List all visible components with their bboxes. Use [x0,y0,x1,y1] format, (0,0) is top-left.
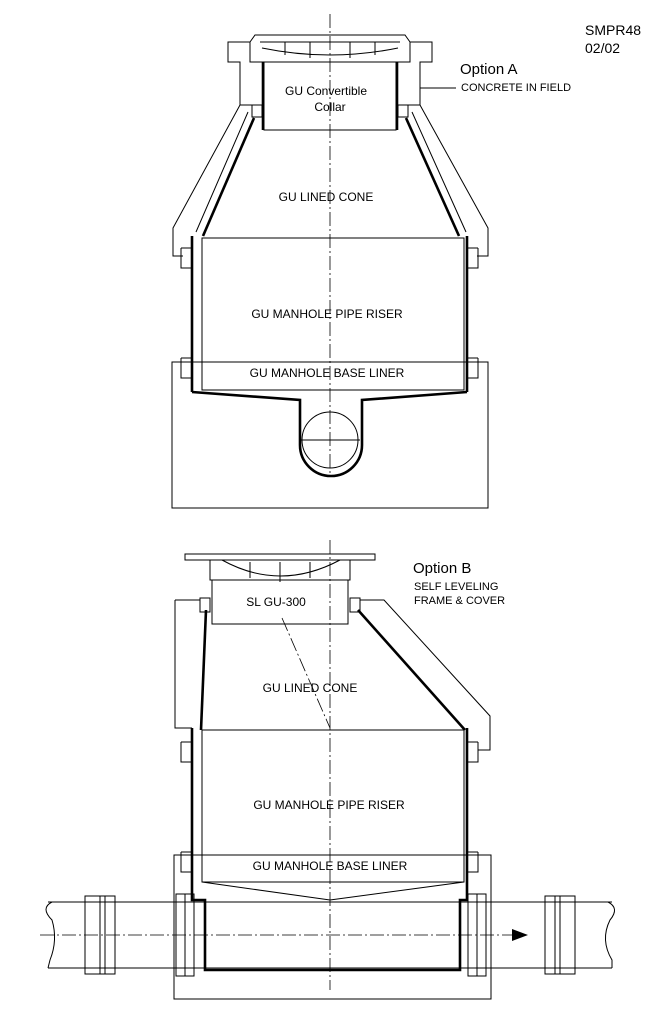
option-b-frame-label: SL GU-300 [246,595,306,609]
option-b-title: Option B [413,560,471,577]
option-b-wall-outer-left [174,599,200,729]
option-b-cone-outer-right [360,599,491,751]
option-b-subtitle-1: SELF LEVELING [414,581,498,593]
option-a-concrete-left [227,41,253,106]
option-a-drawing: GU Convertible Collar GU LINED CONE GU M… [171,14,571,509]
option-b-drawing: SL GU-300 GU LINED CONE GU MANHOLE PIPE … [40,540,615,1000]
option-b-coupling-mid-left [175,893,195,977]
option-b-frame-box [211,579,349,625]
option-b-base-label: GU MANHOLE BASE LINER [253,859,408,873]
option-b-coupling-right [544,895,576,975]
option-b-coupling-mid-right [467,893,487,977]
option-b-pipe-end-left [45,901,56,969]
option-a-fitting-left [251,104,263,118]
option-a-cone-outer-left [172,104,241,257]
option-b-subtitle-2: FRAME & COVER [414,595,505,607]
option-a-cone-inner-lines [195,111,467,233]
option-b-pipe-end-right [605,901,615,968]
option-b-riser-joints-top [180,741,479,763]
option-a-riser-joints-bottom [180,357,479,379]
option-a-cone-outer-right [419,104,489,257]
option-a-cover-ribs [260,41,400,58]
option-a-concrete-right [407,41,433,106]
option-b-leader-frame [281,617,331,729]
option-b-base-concrete [173,854,492,1000]
option-a-base-label: GU MANHOLE BASE LINER [250,366,405,380]
option-a-fitting-right [397,104,409,118]
option-b-base-floor [201,881,465,901]
option-a-cone-label: GU LINED CONE [279,190,374,204]
option-a-subtitle: CONCRETE IN FIELD [461,82,571,94]
option-a-riser-label: GU MANHOLE PIPE RISER [251,307,403,321]
option-a-collar-label-1: GU Convertible [285,84,367,98]
option-b-riser [201,729,465,883]
option-a-cone-wall-right [404,117,461,237]
option-a-base-liner [191,390,468,478]
option-b-coupling-left [84,895,116,975]
option-a-base-concrete [171,361,489,509]
option-a-collar-label-2: Collar [314,100,345,114]
option-a-riser [201,237,465,391]
option-b-riser-label: GU MANHOLE PIPE RISER [253,798,405,812]
drawing-id: SMPR48 [585,22,641,38]
option-b-riser-joints-bottom [180,851,479,873]
option-b-base-liner [190,886,469,972]
option-a-title: Option A [460,61,518,78]
option-b-flow-arrow-icon [512,929,528,941]
option-b-wall-left [199,609,208,731]
option-b-fitting-right [349,597,361,613]
option-b-cone-wall-right [357,609,466,731]
option-b-frame-flange [184,553,376,561]
option-a-riser-joints-top [180,247,479,269]
option-b-cover [209,559,351,582]
option-b-fitting-left [199,597,211,613]
drawing-date: 02/02 [585,40,620,56]
option-b-cone-label: GU LINED CONE [263,681,358,695]
option-a-cone-wall-left [201,117,256,237]
